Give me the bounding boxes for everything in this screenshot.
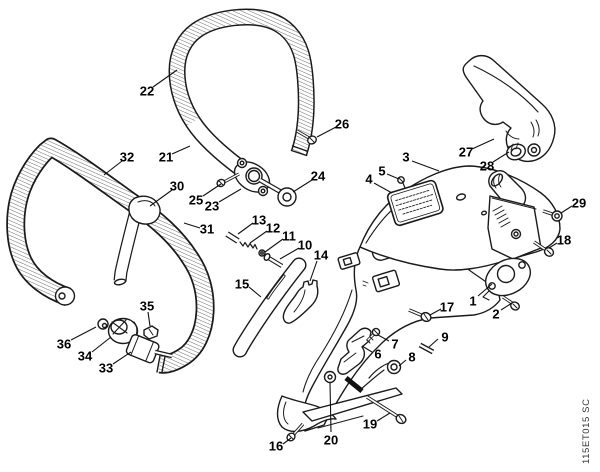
callout-leader-7 [377, 334, 390, 342]
callout-label-33: 33 [99, 361, 113, 376]
callout-label-34: 34 [78, 349, 93, 364]
callout-label-6: 6 [374, 347, 381, 362]
callout-leader-3 [411, 160, 440, 172]
callout-leader-11 [264, 238, 284, 253]
callout-leader-34 [91, 336, 112, 353]
callout-leader-2 [500, 302, 513, 311]
callout-leader-36 [70, 326, 97, 341]
callout-leader-28 [492, 151, 510, 163]
callout-label-32: 32 [120, 150, 134, 165]
callout-label-10: 10 [298, 238, 312, 253]
ignition-module [487, 169, 542, 260]
mount-bracket-cluster [408, 209, 563, 323]
callout-label-2: 2 [492, 307, 499, 322]
front-handlebar [6, 137, 215, 374]
callout-label-13: 13 [252, 213, 266, 228]
callout-leader-15 [248, 286, 262, 298]
callout-leader-32 [103, 160, 123, 176]
callout-label-3: 3 [402, 150, 409, 165]
callout-leader-25 [202, 183, 222, 197]
callout-leader-8 [398, 359, 407, 367]
callout-leader-12 [249, 230, 268, 244]
av-buffer-cluster [97, 317, 173, 364]
trigger-interlock-lever [232, 257, 307, 358]
callout-leader-30 [149, 189, 173, 207]
callout-label-26: 26 [335, 117, 349, 132]
callout-label-28: 28 [480, 159, 494, 174]
warning-label [386, 179, 444, 227]
callout-label-23: 23 [205, 199, 219, 214]
callout-leader-26 [316, 126, 337, 138]
callout-label-16: 16 [269, 439, 283, 454]
pin-spring-cluster [225, 231, 284, 268]
callout-leader-22 [152, 69, 178, 88]
callout-leader-23 [218, 188, 242, 203]
callout-leader-17 [429, 308, 442, 316]
callout-label-9: 9 [441, 330, 448, 345]
callout-leader-33 [112, 351, 132, 365]
callout-leader-16 [282, 437, 292, 445]
callout-leader-14 [309, 260, 318, 282]
callout-label-7: 7 [391, 337, 398, 352]
callout-label-1: 1 [469, 294, 476, 309]
callout-leader-27 [471, 138, 495, 150]
callout-label-4: 4 [365, 172, 373, 187]
callout-leader-6 [361, 345, 373, 353]
callout-label-5: 5 [378, 164, 385, 179]
hand-guard [462, 54, 556, 163]
callout-leader-5 [386, 173, 400, 180]
callout-leader-24 [292, 179, 313, 193]
callout-leader-1 [477, 283, 493, 297]
callout-label-25: 25 [189, 193, 203, 208]
top-handlebar [168, 8, 315, 177]
callout-label-17: 17 [440, 300, 454, 315]
callout-label-14: 14 [314, 248, 329, 263]
callout-label-21: 21 [159, 150, 173, 165]
callout-label-22: 22 [140, 84, 154, 99]
callout-leader-35 [147, 311, 151, 327]
callout-label-20: 20 [324, 433, 338, 448]
callout-label-18: 18 [557, 233, 571, 248]
handlebar-clamp-cluster [216, 129, 317, 207]
throttle-trigger [282, 279, 319, 324]
callout-label-12: 12 [266, 221, 280, 236]
bottom-parts-cluster [286, 327, 435, 442]
callout-label-27: 27 [459, 145, 473, 160]
callout-leader-31 [183, 222, 201, 229]
diagram-art [6, 8, 563, 442]
callout-leader-18 [548, 242, 558, 249]
callout-label-30: 30 [170, 179, 184, 194]
callout-label-29: 29 [572, 196, 586, 211]
callout-label-19: 19 [363, 417, 377, 432]
drawing-code: 115ET015 SC [581, 398, 592, 464]
callout-label-36: 36 [57, 337, 71, 352]
callout-leader-29 [560, 205, 573, 214]
callout-leader-20 [329, 382, 332, 433]
callout-leader-21 [171, 145, 191, 155]
callout-label-15: 15 [235, 277, 249, 292]
callout-leader-9 [428, 338, 439, 348]
callout-label-11: 11 [282, 229, 296, 244]
callout-label-35: 35 [140, 299, 154, 314]
callout-leader-10 [279, 247, 300, 260]
callout-label-8: 8 [408, 350, 415, 365]
callout-leader-13 [237, 222, 254, 235]
callout-label-31: 31 [200, 222, 214, 237]
callout-leader-4 [373, 182, 393, 194]
callout-layer: 1234567891011121314151617181920212223242… [57, 69, 586, 454]
callout-leader-19 [376, 412, 391, 422]
callout-label-24: 24 [311, 169, 326, 184]
